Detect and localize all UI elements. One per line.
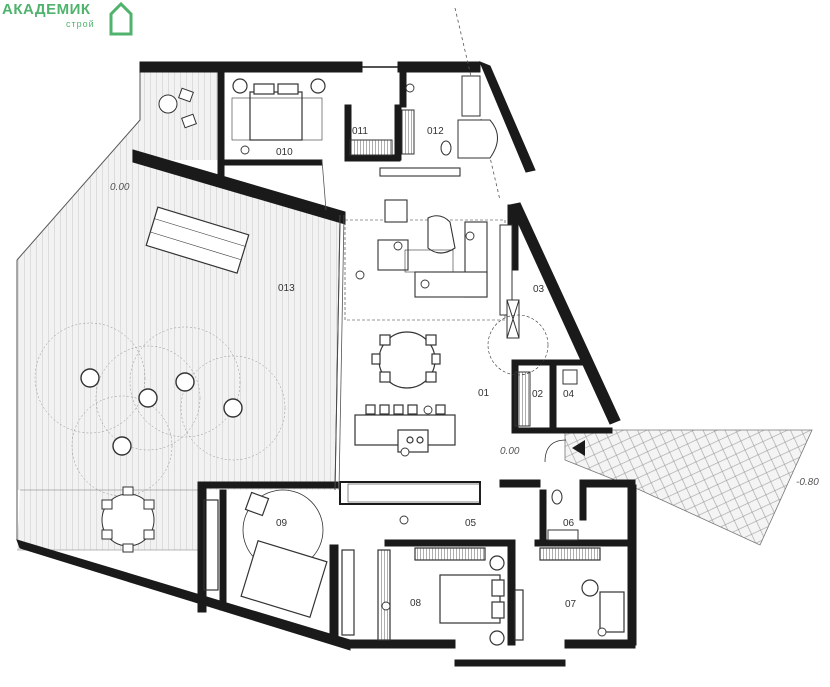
room-07-furniture bbox=[539, 547, 625, 633]
room-label-02: 02 bbox=[532, 389, 544, 400]
bedroom-09-furniture bbox=[203, 489, 328, 619]
outdoor-dining-table bbox=[101, 486, 155, 553]
room-label-09: 09 bbox=[276, 518, 288, 529]
logo-subtitle: строй bbox=[66, 19, 95, 29]
room-06-fixtures bbox=[547, 489, 579, 541]
room-label-011: 011 bbox=[352, 126, 368, 137]
living-furniture bbox=[344, 167, 506, 321]
bed-010 bbox=[231, 78, 326, 141]
room-label-010: 010 bbox=[276, 147, 293, 158]
level-mark-outside: -0.80 bbox=[796, 477, 819, 488]
entrance-door bbox=[544, 439, 567, 463]
entrance-paving bbox=[564, 429, 813, 546]
room-label-04: 04 bbox=[563, 389, 575, 400]
room-label-03: 03 bbox=[533, 284, 545, 295]
room-label-013: 013 bbox=[278, 283, 295, 294]
tree-canopy bbox=[34, 322, 286, 497]
bathroom-fixtures bbox=[349, 75, 498, 159]
person-icon bbox=[240, 83, 607, 637]
company-logo: АКАДЕМИК строй bbox=[0, 0, 140, 40]
kitchen-island bbox=[347, 404, 481, 503]
terrace-table bbox=[158, 87, 197, 129]
level-mark-terrace: 0.00 bbox=[110, 182, 130, 193]
sun-lounger bbox=[145, 206, 250, 274]
bedroom-08-furniture bbox=[341, 547, 524, 646]
entrance-arrow-icon bbox=[572, 440, 585, 456]
room-label-08: 08 bbox=[410, 598, 422, 609]
room-label-01: 01 bbox=[478, 388, 490, 399]
level-mark-entrance: 0.00 bbox=[500, 446, 520, 457]
walls bbox=[16, 61, 637, 667]
room-label-012: 012 bbox=[427, 126, 444, 137]
room-label-05: 05 bbox=[465, 518, 477, 529]
room-label-06: 06 bbox=[563, 518, 575, 529]
tree-trunk bbox=[80, 368, 243, 456]
hall-storage bbox=[487, 224, 578, 427]
house-logo-icon bbox=[109, 1, 133, 36]
dining-table bbox=[371, 331, 441, 389]
room-label-07: 07 bbox=[565, 599, 577, 610]
logo-wordmark: АКАДЕМИК bbox=[2, 1, 91, 18]
